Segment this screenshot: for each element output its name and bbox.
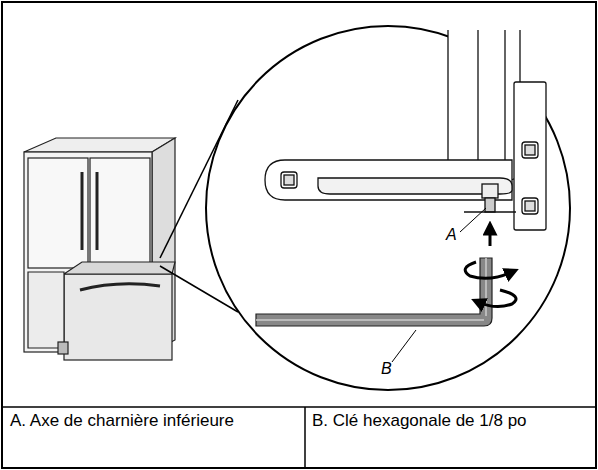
table-divider [304, 407, 306, 468]
refrigerator [24, 138, 175, 360]
rotation-arrow [465, 262, 516, 307]
hex-key [256, 258, 492, 326]
legend-cell: B. Clé hexagonale de 1/8 po [312, 411, 574, 431]
leader-line [460, 208, 486, 232]
detail-circle [206, 26, 570, 390]
direction-arrow [489, 228, 492, 246]
legend-cell: A. Axe de charnière inférieure [10, 411, 250, 431]
hinge-detail [265, 30, 546, 230]
table-rule [2, 406, 596, 408]
callout-letter: B [381, 360, 392, 378]
leader-line [392, 330, 416, 362]
callout-letter: A [446, 226, 457, 244]
